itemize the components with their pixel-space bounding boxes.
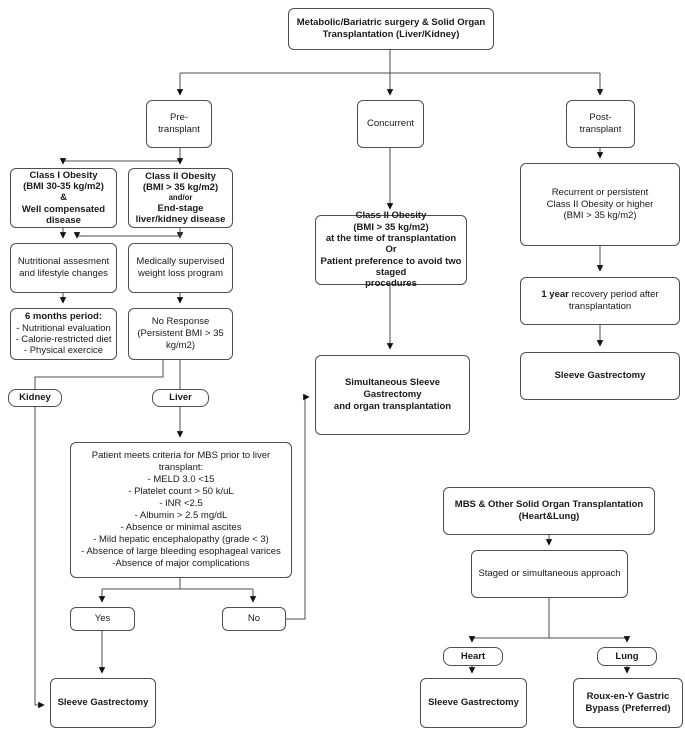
class2-andor-text: and/or <box>168 193 193 203</box>
class2-top-text: Class II Obesity (BMI > 35 kg/m2) <box>142 170 219 193</box>
node-simultaneous-sleeve: Simultaneous Sleeve Gastrectomy and orga… <box>315 355 470 435</box>
node-nutritional-assessment: Nutritional assesment and lifestyle chan… <box>10 243 117 293</box>
node-weight-loss-program: Medically supervised weight loss program <box>128 243 233 293</box>
node-sleeve-gastrectomy-bottom: Sleeve Gastrectomy <box>420 678 527 728</box>
node-phase-concurrent: Concurrent <box>357 100 424 148</box>
node-mbs-heart-lung: MBS & Other Solid Organ Transplantation … <box>443 487 655 535</box>
one-year-rest-text: recovery period after transplantation <box>568 289 659 312</box>
node-class2-obesity: Class II Obesity (BMI > 35 kg/m2) and/or… <box>128 168 233 228</box>
class2-bottom-text: End-stage liver/kidney disease <box>135 202 226 226</box>
node-six-months-period: 6 months period: - Nutritional evaluatio… <box>10 308 117 360</box>
node-one-year-recovery: 1 year recovery period after transplanta… <box>520 277 680 325</box>
node-phase-post-transplant: Post-transplant <box>566 100 635 148</box>
node-mbs-criteria: Patient meets criteria for MBS prior to … <box>70 442 292 578</box>
node-yes: Yes <box>70 607 135 631</box>
node-lung-label: Lung <box>597 647 657 666</box>
node-class2-at-transplant: Class II Obesity (BMI > 35 kg/m2) at the… <box>315 210 467 289</box>
node-liver-label: Liver <box>152 389 209 407</box>
node-no: No <box>222 607 286 631</box>
node-kidney-label: Kidney <box>8 389 62 407</box>
six-months-items-text: - Nutritional evaluation - Calorie-restr… <box>15 322 112 357</box>
node-class1-obesity: Class I Obesity (BMI 30-35 kg/m2) & Well… <box>10 168 117 228</box>
node-roux-en-y-bypass: Roux-en-Y Gastric Bypass (Preferred) <box>573 678 683 728</box>
six-months-title-text: 6 months period: <box>24 311 103 323</box>
node-no-response: No Response (Persistent BMI > 35 kg/m2) <box>128 308 233 360</box>
node-title: Metabolic/Bariatric surgery & Solid Orga… <box>288 8 494 50</box>
node-recurrent-obesity: Recurrent or persistent Class II Obesity… <box>520 163 680 246</box>
one-year-bold-text: 1 year <box>541 289 569 301</box>
node-heart-label: Heart <box>443 647 503 666</box>
node-staged-approach: Staged or simultaneous approach <box>471 550 628 598</box>
node-sleeve-gastrectomy-right: Sleeve Gastrectomy <box>520 352 680 400</box>
node-phase-pre-transplant: Pre-transplant <box>146 100 212 148</box>
node-sleeve-gastrectomy-left: Sleeve Gastrectomy <box>50 678 156 728</box>
